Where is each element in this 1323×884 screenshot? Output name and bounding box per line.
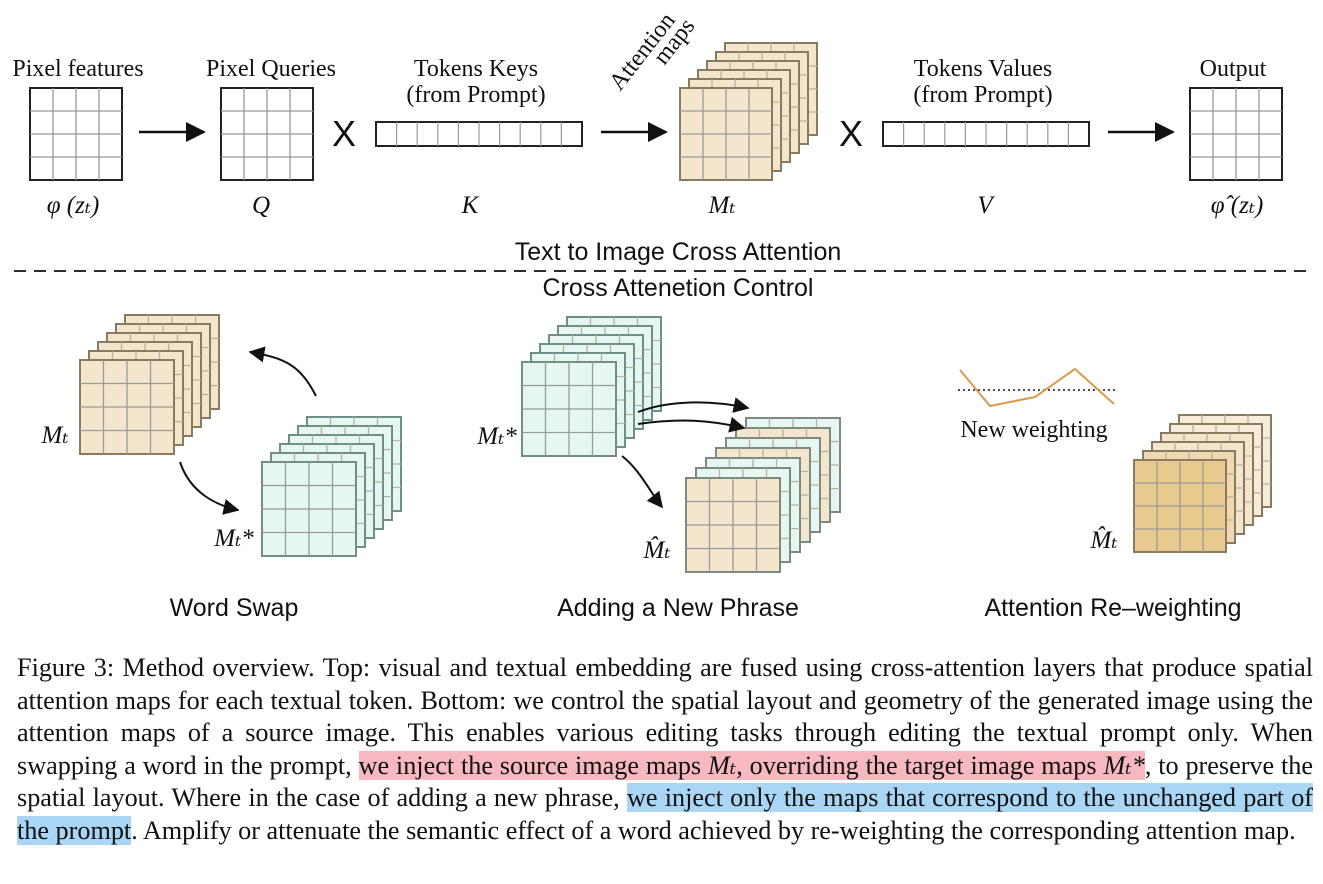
tokens-keys-label: Tokens Keys	[414, 56, 538, 82]
arrow-swap-up	[248, 346, 317, 397]
method-overview-figure: Pixel features φ (zₜ) Pixel Queries Q X …	[12, 8, 1314, 622]
figure-caption: Figure 3: Method overview. Top: visual a…	[17, 652, 1314, 847]
caption-text-2: , to preserve the spatial layout. Where …	[17, 750, 1313, 813]
tokens-values-strip	[882, 121, 1090, 147]
adding-phrase-source-symbol: Mₜ*	[476, 423, 517, 450]
values-symbol: V	[977, 192, 995, 219]
output-symbol: φ̂ (zₜ)	[1211, 192, 1264, 219]
tokens-values-label: Tokens Values	[914, 56, 1053, 82]
ws-cool-layer-0	[261, 461, 357, 557]
word-swap-title: Word Swap	[170, 594, 299, 622]
pixel-features-cells	[29, 87, 123, 181]
arrow-inject-3	[621, 455, 663, 509]
caption-highlight-red-1: we inject the source image maps	[358, 750, 708, 780]
caption-text-1: Figure 3: Method overview. Top: visual a…	[17, 653, 1313, 780]
word-swap-target-symbol: Mₜ*	[213, 525, 254, 552]
reweighting-symbol: M̂ₜ	[1090, 526, 1118, 554]
tokens-keys-strip	[375, 121, 583, 147]
rw-layer-0	[1133, 459, 1227, 553]
ap-mixed-layer-0	[685, 477, 781, 573]
attention-maps-stack	[679, 42, 818, 181]
caption-highlight-red-2: , overriding the target image maps	[736, 750, 1104, 780]
word-swap-target-maps	[261, 416, 402, 557]
pixel-features-symbol: φ (zₜ)	[47, 192, 100, 219]
adding-phrase-result-maps	[685, 417, 841, 573]
keys-symbol: K	[461, 192, 480, 219]
pixel-queries-cells	[220, 87, 314, 181]
reweighting-title: Attention Re–weighting	[984, 594, 1241, 622]
adding-phrase-result-symbol: M̂ₜ	[643, 536, 671, 564]
ws-warm-layer-0	[79, 359, 175, 455]
values-cells	[882, 121, 1090, 147]
arrow-inject-1	[637, 397, 750, 413]
keys-cells	[375, 121, 583, 147]
word-swap-source-maps	[79, 314, 220, 455]
output-grid	[1189, 87, 1283, 181]
attention-maps-symbol: Mₜ	[708, 192, 736, 219]
top-map-layer-0	[679, 87, 773, 181]
queries-symbol: Q	[252, 192, 270, 219]
new-weighting-label: New weighting	[960, 417, 1107, 443]
adding-phrase-title: Adding a New Phrase	[557, 594, 799, 622]
caption-math-mt-star: Mₜ*	[1103, 750, 1145, 780]
caption-math-mt: Mₜ	[707, 750, 737, 780]
pixel-features-label: Pixel features	[12, 56, 143, 82]
adding-phrase-source-maps	[521, 316, 662, 457]
output-label: Output	[1200, 56, 1267, 82]
section-title-cross-attention: Text to Image Cross Attention	[515, 238, 842, 266]
section-title-attention-control: Cross Attenetion Control	[543, 274, 814, 302]
tokens-keys-sublabel: (from Prompt)	[406, 82, 545, 108]
caption-text-3: . Amplify or attenuate the semantic effe…	[131, 815, 1296, 845]
multiply-symbol-1: X	[332, 113, 356, 154]
multiply-symbol-2: X	[839, 113, 863, 154]
output-cells	[1189, 87, 1283, 181]
ap-cool-layer-0	[521, 361, 617, 457]
pixel-queries-grid	[220, 87, 314, 181]
arrow-swap-down	[179, 461, 240, 515]
pixel-queries-label: Pixel Queries	[206, 56, 336, 82]
reweighted-maps	[1133, 414, 1272, 553]
caption-highlight-red: we inject the source image maps Mₜ, over…	[358, 750, 1145, 780]
word-swap-source-symbol: Mₜ	[41, 422, 69, 449]
arrow-inject-2	[637, 416, 746, 433]
weighting-curve	[959, 367, 1115, 408]
pixel-features-grid	[29, 87, 123, 181]
tokens-values-sublabel: (from Prompt)	[913, 82, 1052, 108]
